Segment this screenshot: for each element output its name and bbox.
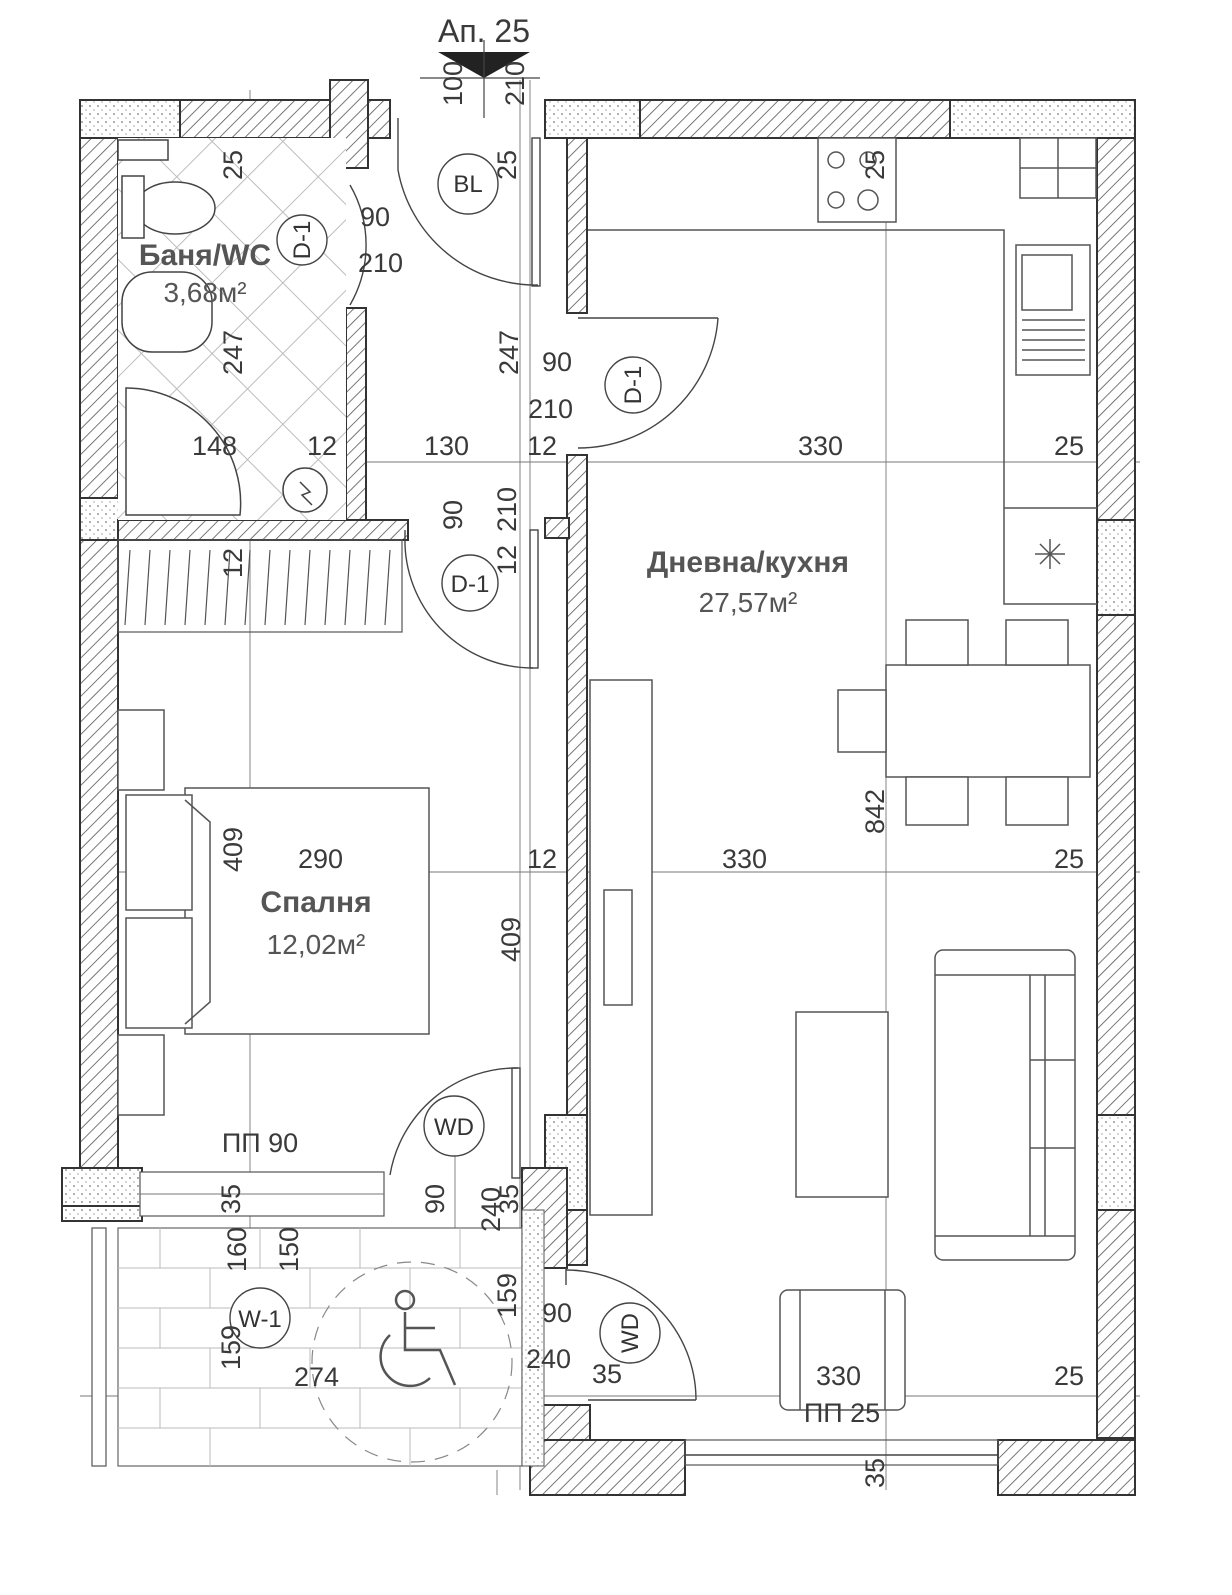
dim-hall-90: 90 <box>542 347 572 377</box>
room-name-bedroom: Спалня <box>260 886 371 919</box>
pillow <box>125 794 193 911</box>
dim-mid-12a: 12 <box>218 548 248 578</box>
tag-d1-bathroom: D-1 <box>289 221 316 260</box>
kitchen <box>588 137 1097 605</box>
dim-mid-12b: 12 <box>492 545 522 575</box>
tag-d1-kitchen: D-1 <box>620 366 647 405</box>
dim-row1-130: 130 <box>424 431 469 461</box>
coffee-table <box>795 1011 889 1198</box>
dim-bal-90: 90 <box>420 1184 450 1214</box>
room-name-bathroom: Баня/WC <box>139 239 271 272</box>
entry-arrow <box>420 40 540 118</box>
shower <box>125 387 242 516</box>
vent-box <box>117 139 169 161</box>
tag-pp90: ПП 90 <box>222 1128 298 1158</box>
dim-bal-35a: 35 <box>216 1184 246 1214</box>
dim-top-100: 100 <box>438 61 468 106</box>
dim-wd-240: 240 <box>526 1344 571 1374</box>
armchair <box>779 1289 906 1411</box>
dining-table <box>885 664 1091 778</box>
tag-circles <box>229 153 662 1364</box>
dim-bath-247: 247 <box>218 330 248 375</box>
bedroom-furniture <box>117 709 430 1116</box>
dim-row1-12b: 12 <box>527 431 557 461</box>
dim-bot-25: 25 <box>1054 1361 1084 1391</box>
bed <box>184 787 430 1035</box>
dim-v842: 842 <box>860 789 890 834</box>
dim-mid-210: 210 <box>492 487 522 532</box>
dim-bath-210: 210 <box>358 248 403 278</box>
dim-bot-330: 330 <box>816 1361 861 1391</box>
dim-bal-159b: 159 <box>492 1273 522 1318</box>
balcony <box>91 1171 545 1467</box>
dim-wd-35: 35 <box>592 1359 622 1389</box>
doors <box>349 118 999 1466</box>
tag-pp25: ПП 25 <box>804 1398 880 1428</box>
dim-v409: 409 <box>496 917 526 962</box>
dim-bal-159a: 159 <box>216 1325 246 1370</box>
dim-row1-330: 330 <box>798 431 843 461</box>
bathroom <box>117 138 346 520</box>
toilet <box>134 181 216 235</box>
dim-kit-25: 25 <box>860 150 890 180</box>
dim-bath-90: 90 <box>360 202 390 232</box>
dim-top-25: 25 <box>492 150 522 180</box>
stove <box>817 137 897 223</box>
dim-bal-240: 240 <box>476 1187 506 1232</box>
dim-row2-25: 25 <box>1054 844 1084 874</box>
tag-w1: W-1 <box>238 1306 282 1333</box>
tag-d1-bedroom: D-1 <box>451 571 490 598</box>
apartment-title: Ап. 25 <box>438 13 530 49</box>
dim-row2-12: 12 <box>527 844 557 874</box>
dim-row2-409: 409 <box>218 827 248 872</box>
room-area-bedroom: 12,02м² <box>267 929 366 960</box>
dim-row2-330: 330 <box>722 844 767 874</box>
labels: Ап. 25 Баня/WC 3,68м² Дневна/кухня 27,57… <box>139 13 1084 1488</box>
nightstand <box>117 1034 165 1116</box>
turning-circle <box>311 1261 513 1463</box>
tag-wd-living: WD <box>617 1313 644 1353</box>
dim-bal-274: 274 <box>294 1362 339 1392</box>
sofa <box>934 949 1076 1261</box>
dim-row1-25: 25 <box>1054 431 1084 461</box>
room-area-bathroom: 3,68м² <box>163 277 246 308</box>
pillow <box>125 917 193 1029</box>
dining-set <box>837 619 1091 826</box>
dim-bath-25: 25 <box>218 150 248 180</box>
nightstand <box>117 709 165 791</box>
walls <box>61 79 1136 1496</box>
living-furniture <box>589 679 1076 1411</box>
dim-bal-160: 160 <box>222 1227 252 1272</box>
dim-row1-148: 148 <box>192 431 237 461</box>
wardrobe <box>117 539 403 633</box>
wheelchair-icon <box>379 1289 457 1388</box>
boiler-symbol <box>282 467 328 513</box>
dim-wd-90: 90 <box>542 1298 572 1328</box>
dim-mid-90: 90 <box>438 500 468 530</box>
tag-bl: BL <box>453 171 482 198</box>
dim-top-210: 210 <box>500 61 530 106</box>
dim-hall-210: 210 <box>528 394 573 424</box>
dim-bal-150: 150 <box>274 1227 304 1272</box>
tag-wd-bedroom: WD <box>434 1114 474 1141</box>
dim-bot-35: 35 <box>860 1458 890 1488</box>
room-area-living: 27,57м² <box>699 587 798 618</box>
dim-bal-35b: 35 <box>494 1184 524 1214</box>
sink <box>121 271 213 353</box>
dim-row2-290: 290 <box>298 844 343 874</box>
dim-hall-247: 247 <box>494 330 524 375</box>
room-name-living: Дневна/кухня <box>647 546 849 579</box>
dim-row1-12a: 12 <box>307 431 337 461</box>
